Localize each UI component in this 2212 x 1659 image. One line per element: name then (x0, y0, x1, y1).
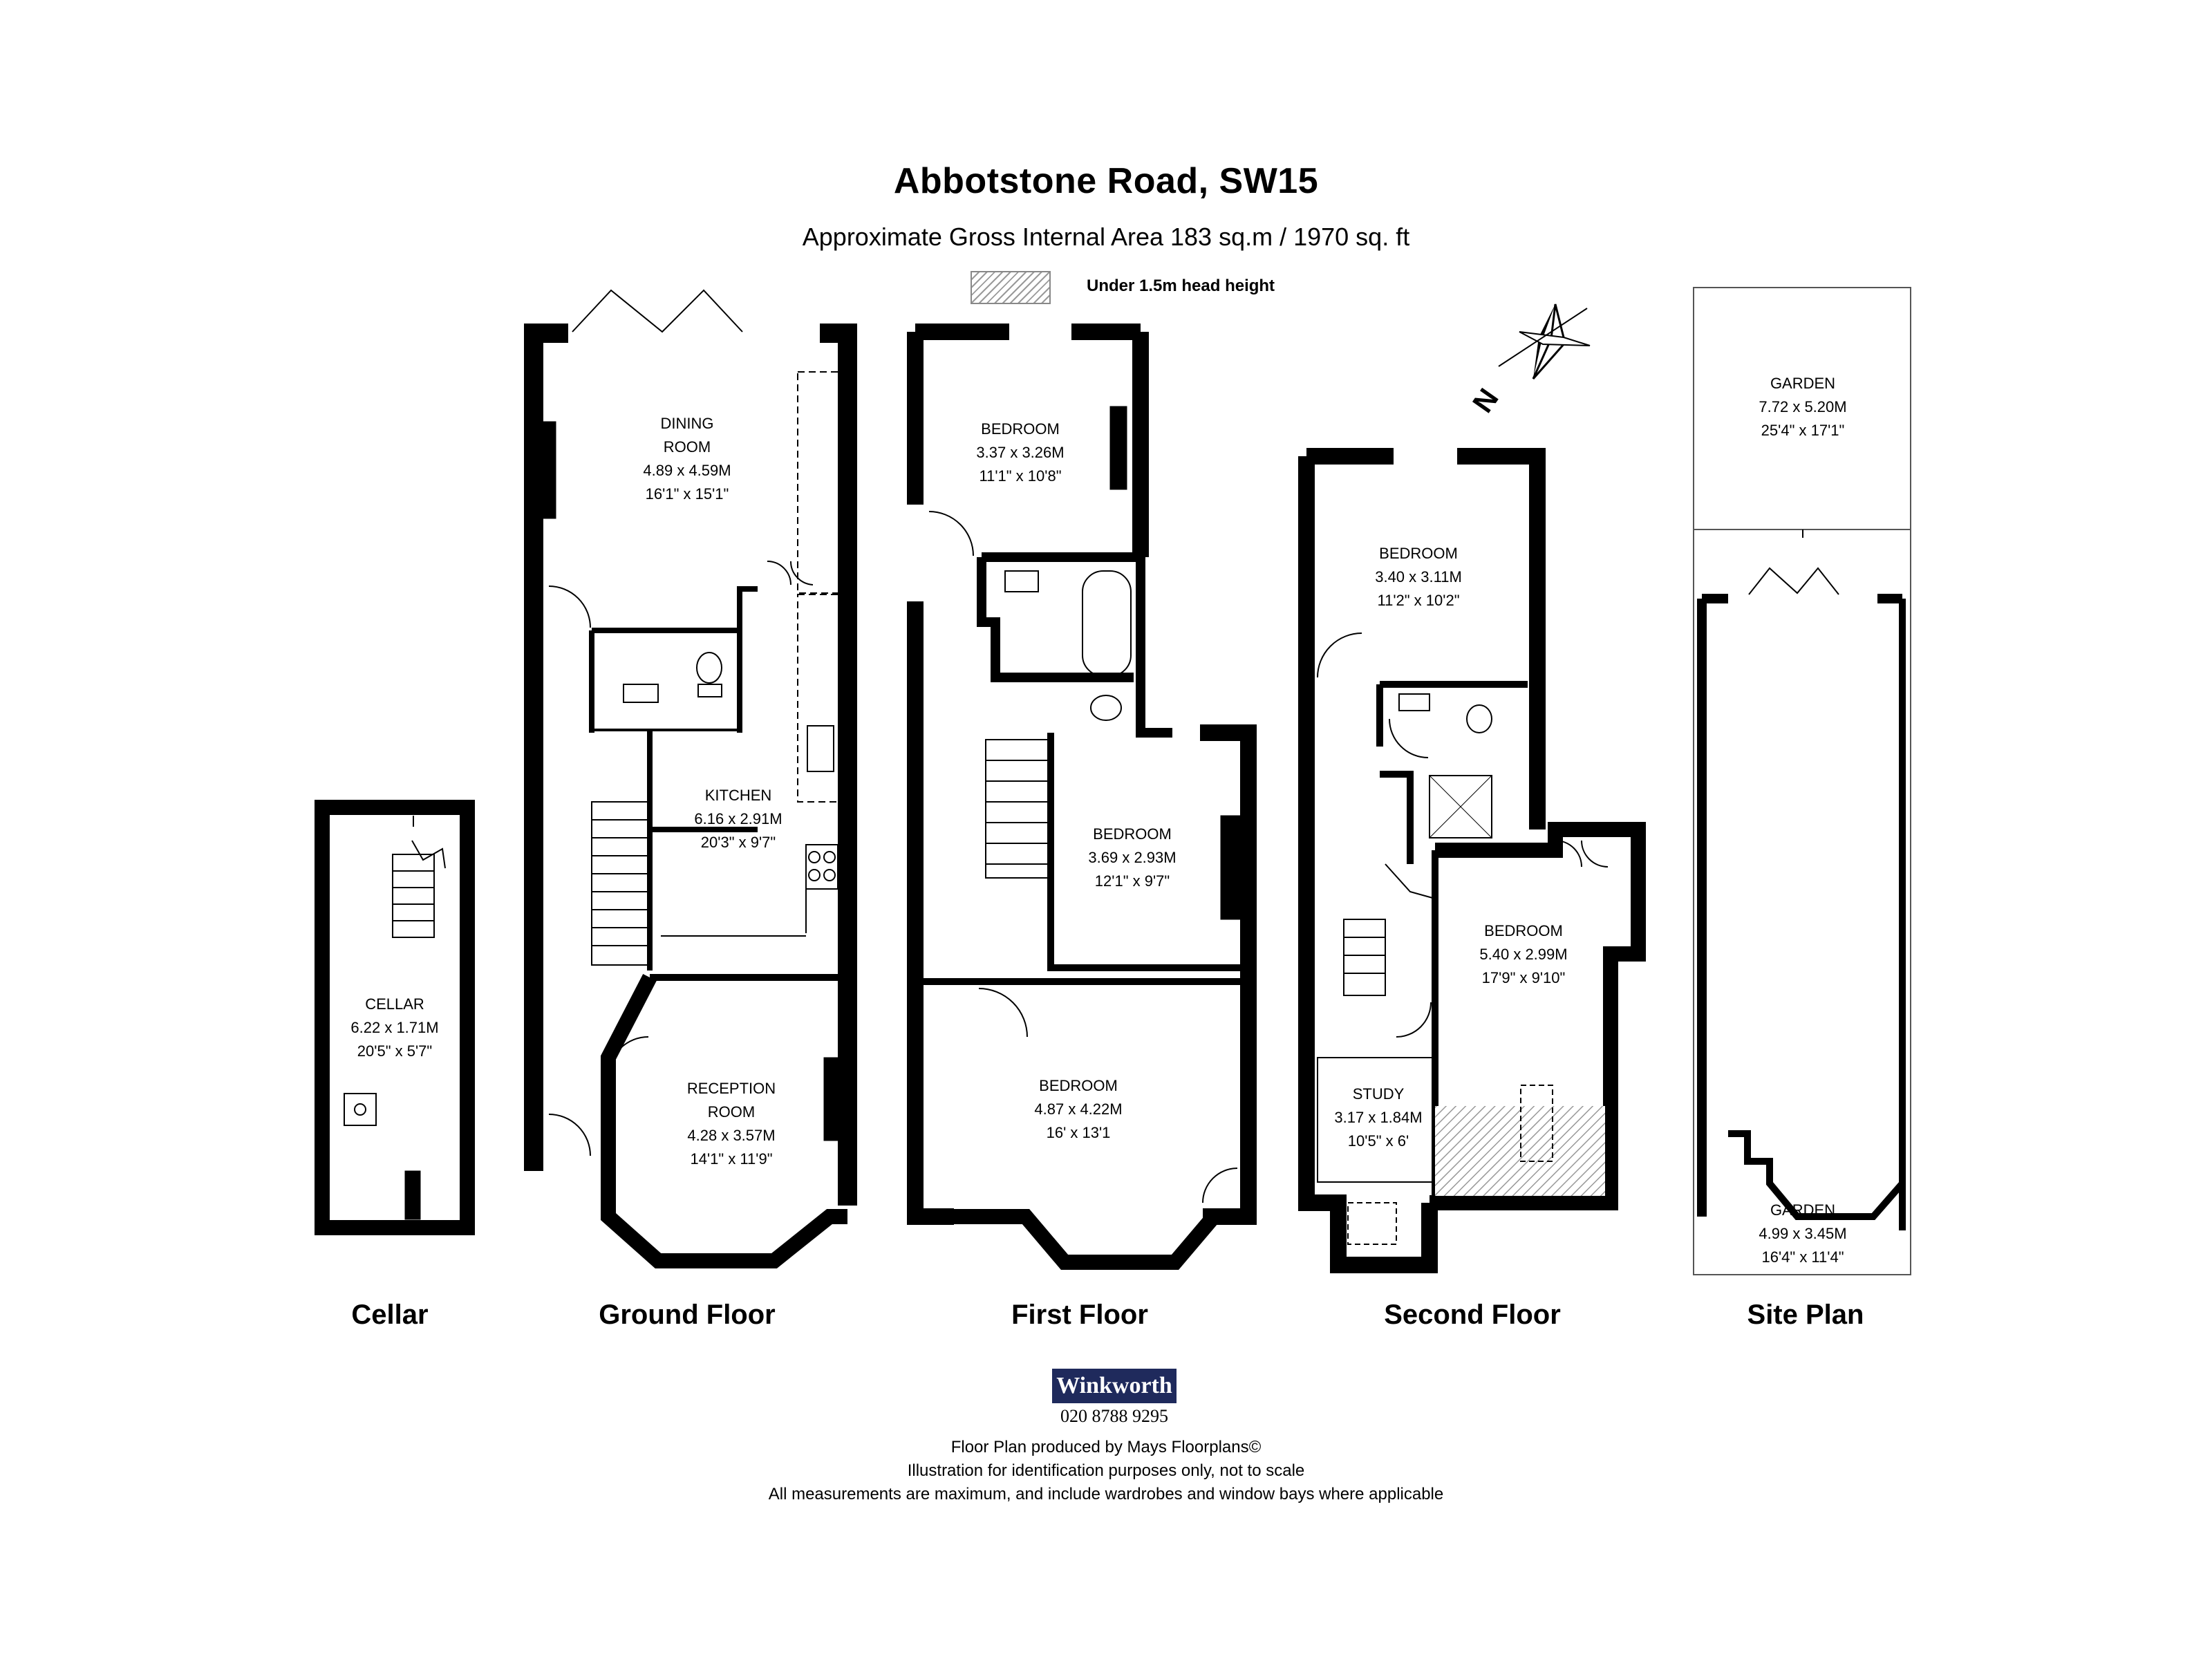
svg-text:DINING: DINING (661, 415, 714, 432)
svg-text:10'5" x 6': 10'5" x 6' (1348, 1132, 1409, 1150)
svg-text:17'9" x 9'10": 17'9" x 9'10" (1482, 969, 1566, 986)
svg-text:16' x 13'1: 16' x 13'1 (1047, 1124, 1111, 1141)
first-floor-plan (907, 324, 1257, 1270)
svg-text:3.17 x 1.84M: 3.17 x 1.84M (1334, 1109, 1422, 1126)
svg-text:BEDROOM: BEDROOM (1379, 545, 1458, 562)
svg-text:11'2" x 10'2": 11'2" x 10'2" (1377, 592, 1459, 609)
svg-text:4.89 x 4.59M: 4.89 x 4.59M (643, 462, 731, 479)
svg-text:BEDROOM: BEDROOM (1093, 825, 1172, 843)
svg-text:6.22 x 1.71M: 6.22 x 1.71M (350, 1019, 438, 1036)
svg-text:11'1" x 10'8": 11'1" x 10'8" (979, 467, 1061, 485)
svg-text:16'1" x 15'1": 16'1" x 15'1" (646, 485, 729, 503)
svg-text:7.72 x 5.20M: 7.72 x 5.20M (1759, 398, 1846, 415)
first-bedroom-middle-label: BEDROOM 3.69 x 2.93M 12'1" x 9'7" (1088, 825, 1176, 890)
footer-disclaimer: Illustration for identification purposes… (907, 1461, 1305, 1480)
ground-floor-plan (524, 289, 857, 1268)
svg-text:ROOM: ROOM (708, 1103, 755, 1121)
svg-text:BEDROOM: BEDROOM (1039, 1077, 1118, 1094)
footer-measurements-note: All measurements are maximum, and includ… (768, 1485, 1444, 1503)
svg-text:BEDROOM: BEDROOM (981, 420, 1060, 438)
ground-floor-label: Ground Floor (599, 1300, 776, 1330)
room-labels: CELLAR 6.22 x 1.71M 20'5" x 5'7" DINING … (350, 375, 1846, 1266)
svg-text:4.87 x 4.22M: 4.87 x 4.22M (1034, 1100, 1122, 1118)
garden-rear-label: GARDEN 7.72 x 5.20M 25'4" x 17'1" (1759, 375, 1846, 439)
svg-text:14'1" x 11'9": 14'1" x 11'9" (690, 1150, 772, 1168)
cellar-room-label: CELLAR 6.22 x 1.71M 20'5" x 5'7" (350, 995, 438, 1060)
second-bedroom-front-label: BEDROOM 5.40 x 2.99M 17'9" x 9'10" (1479, 922, 1567, 986)
svg-text:20'5" x 5'7": 20'5" x 5'7" (357, 1042, 432, 1060)
svg-text:CELLAR: CELLAR (365, 995, 424, 1013)
cellar-plan (315, 800, 475, 1235)
svg-text:20'3" x 9'7": 20'3" x 9'7" (701, 834, 776, 851)
svg-text:5.40 x 2.99M: 5.40 x 2.99M (1479, 946, 1567, 963)
svg-text:16'4" x 11'4": 16'4" x 11'4" (1761, 1248, 1844, 1266)
cellar-floor-label: Cellar (351, 1300, 429, 1330)
svg-text:ROOM: ROOM (664, 438, 711, 456)
svg-text:KITCHEN: KITCHEN (705, 787, 772, 804)
compass-north-label: N (1466, 382, 1505, 418)
garden-front-label: GARDEN 4.99 x 3.45M 16'4" x 11'4" (1759, 1201, 1846, 1266)
svg-text:12'1" x 9'7": 12'1" x 9'7" (1095, 872, 1170, 890)
site-plan (1693, 287, 1911, 1275)
footer-producer: Floor Plan produced by Mays Floorplans© (950, 1438, 1262, 1456)
second-bedroom-rear-label: BEDROOM 3.40 x 3.11M 11'2" x 10'2" (1375, 545, 1462, 609)
page-title: Abbotstone Road, SW15 (893, 161, 1319, 201)
agent-phone: 020 8788 9295 (1060, 1406, 1168, 1426)
svg-text:GARDEN: GARDEN (1770, 375, 1835, 392)
svg-text:BEDROOM: BEDROOM (1484, 922, 1563, 939)
head-height-legend-label: Under 1.5m head height (1087, 276, 1275, 295)
svg-text:3.37 x 3.26M: 3.37 x 3.26M (976, 444, 1064, 461)
svg-text:3.69 x 2.93M: 3.69 x 2.93M (1088, 849, 1176, 866)
svg-text:25'4" x 17'1": 25'4" x 17'1" (1761, 422, 1845, 439)
first-bedroom-rear-label: BEDROOM 3.37 x 3.26M 11'1" x 10'8" (976, 420, 1064, 485)
reception-room-label: RECEPTION ROOM 4.28 x 3.57M 14'1" x 11'9… (687, 1080, 776, 1168)
svg-text:6.16 x 2.91M: 6.16 x 2.91M (694, 810, 782, 827)
winkworth-logo: Winkworth (1052, 1369, 1177, 1403)
study-room-label: STUDY 3.17 x 1.84M 10'5" x 6' (1334, 1085, 1422, 1150)
head-height-legend-swatch (971, 271, 1051, 304)
svg-text:STUDY: STUDY (1353, 1085, 1405, 1103)
kitchen-room-label: KITCHEN 6.16 x 2.91M 20'3" x 9'7" (694, 787, 782, 851)
first-bedroom-front-label: BEDROOM 4.87 x 4.22M 16' x 13'1 (1034, 1077, 1122, 1141)
first-floor-label: First Floor (1011, 1300, 1148, 1330)
svg-text:GARDEN: GARDEN (1770, 1201, 1835, 1219)
svg-text:4.99 x 3.45M: 4.99 x 3.45M (1759, 1225, 1846, 1242)
site-plan-label: Site Plan (1747, 1300, 1864, 1330)
second-floor-plan (1298, 448, 1646, 1273)
svg-text:3.40 x 3.11M: 3.40 x 3.11M (1375, 568, 1462, 585)
svg-text:RECEPTION: RECEPTION (687, 1080, 776, 1097)
north-compass-icon: N (1466, 303, 1591, 418)
dining-room-label: DINING ROOM 4.89 x 4.59M 16'1" x 15'1" (643, 415, 731, 503)
second-floor-label: Second Floor (1384, 1300, 1561, 1330)
svg-text:4.28 x 3.57M: 4.28 x 3.57M (687, 1127, 775, 1144)
area-subtitle: Approximate Gross Internal Area 183 sq.m… (802, 223, 1410, 251)
